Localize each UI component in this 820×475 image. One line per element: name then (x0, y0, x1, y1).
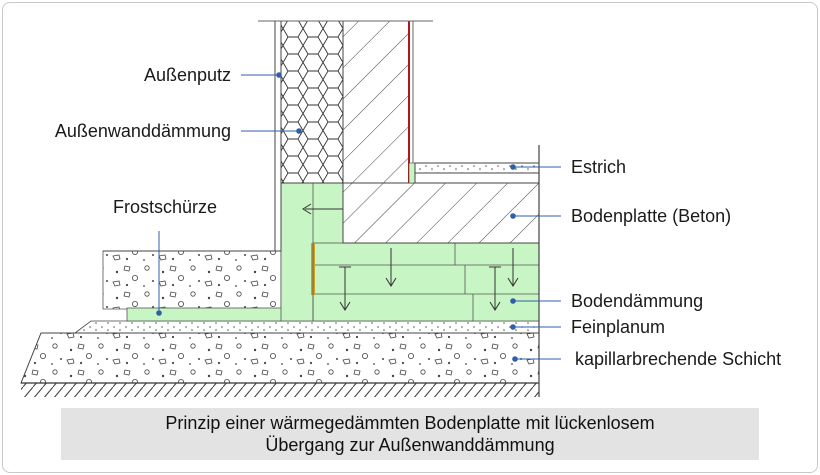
label-bodenplatte: Bodenplatte (Beton) (571, 206, 731, 226)
estrich-layer (414, 162, 540, 174)
leader-lines (156, 72, 561, 362)
masonry-wall (342, 20, 410, 184)
bodenplatte-beton (342, 182, 540, 244)
feinplanum-layer (73, 320, 540, 334)
label-feinplanum: Feinplanum (571, 317, 665, 337)
label-estrich: Estrich (571, 157, 626, 177)
label-aussenputz: Außenputz (144, 65, 231, 85)
diagram-caption: Prinzip einer wärmegedämmten Bodenplatte… (61, 408, 759, 460)
label-frostschuerze: Frostschürze (113, 197, 217, 217)
label-kapillarbrechende-schicht: kapillarbrechende Schicht (575, 349, 781, 369)
heat-arrows (302, 203, 519, 311)
gravel-left (102, 250, 282, 310)
randdaemmstreifen (408, 162, 416, 184)
trittschall-layer (414, 172, 540, 184)
earth-hatch (21, 383, 539, 397)
caption-line-1: Prinzip einer wärmegedämmten Bodenplatte… (165, 413, 655, 433)
label-bodendaemmung: Bodendämmung (571, 291, 703, 311)
bodendaemmung (312, 242, 540, 322)
aussenputz-layer (274, 20, 282, 252)
kapillarbrechende-schicht (20, 332, 540, 384)
label-aussenwanddaemmung: Außenwanddämmung (55, 121, 231, 141)
aussenwanddaemmung-layer (280, 20, 344, 184)
caption-line-2: Übergang zur Außenwanddämmung (265, 435, 555, 455)
construction-diagram: Außenputz Außenwanddämmung Frostschürze … (20, 20, 781, 397)
